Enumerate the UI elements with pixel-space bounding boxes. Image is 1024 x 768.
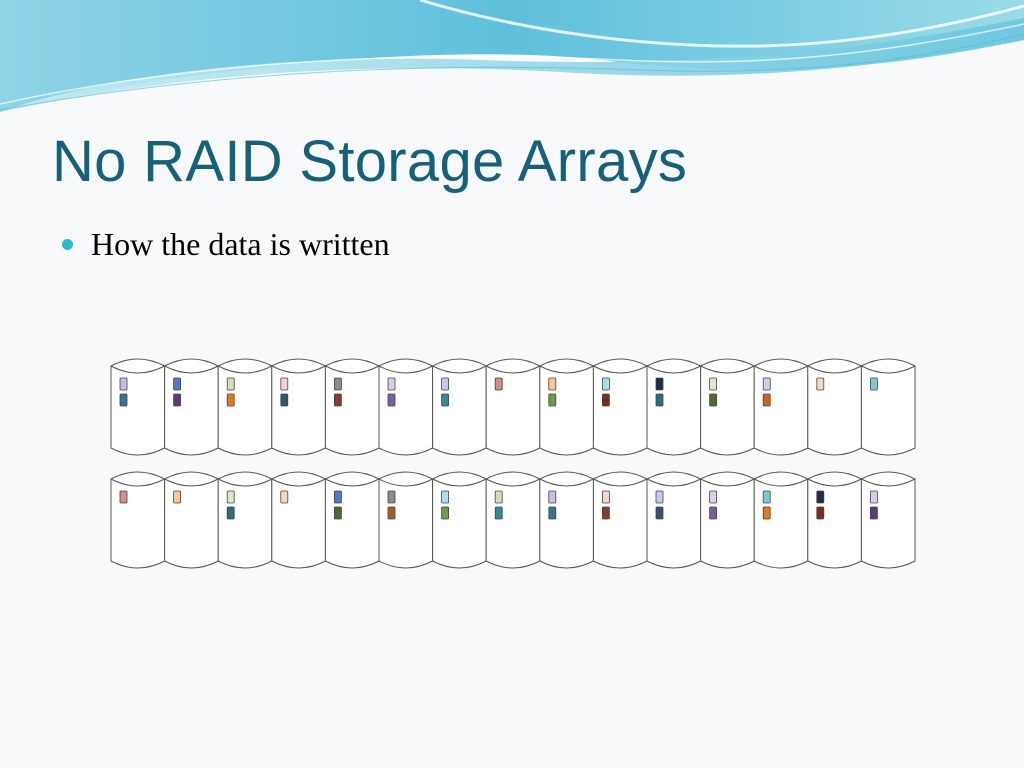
disk-icon: [753, 471, 809, 569]
bullet-text: How the data is written: [91, 226, 390, 262]
data-block: [816, 506, 825, 520]
data-block: [762, 377, 771, 391]
disk-icon: [700, 358, 755, 456]
data-block: [762, 393, 771, 407]
data-block: [280, 377, 289, 391]
data-block: [441, 506, 450, 520]
disk-icon: [592, 471, 648, 569]
disk-icon: [807, 471, 862, 569]
disk-icon: [860, 358, 916, 456]
data-block: [441, 393, 450, 407]
data-block: [280, 490, 289, 504]
data-block: [602, 377, 610, 391]
data-block: [870, 377, 878, 391]
bullet-item: How the data is written: [62, 226, 390, 263]
data-block: [870, 490, 878, 504]
data-block: [333, 377, 342, 391]
disk-icon: [700, 471, 755, 569]
disk-icon: [860, 471, 916, 569]
data-block: [387, 377, 396, 391]
disk-icon: [324, 471, 380, 569]
data-block: [226, 393, 235, 407]
disk-icon: [164, 358, 219, 456]
disk-icon: [485, 471, 541, 569]
data-block: [441, 490, 450, 504]
data-block: [548, 393, 557, 407]
disk-icon: [110, 358, 166, 456]
data-block: [494, 377, 503, 391]
disk-icon: [646, 471, 702, 569]
array-bottom: [110, 471, 916, 569]
data-block: [602, 490, 610, 504]
disk-icon: [485, 358, 541, 456]
data-block: [173, 377, 182, 391]
data-block: [387, 506, 396, 520]
data-block: [119, 393, 128, 407]
data-block: [816, 490, 825, 504]
data-block: [602, 393, 610, 407]
data-block: [333, 393, 342, 407]
disk-icon: [539, 358, 594, 456]
data-block: [387, 490, 396, 504]
bullet-dot-icon: [62, 239, 73, 250]
data-block: [280, 393, 289, 407]
data-block: [548, 506, 557, 520]
disk-icon: [110, 471, 166, 569]
data-block: [173, 393, 182, 407]
data-block: [494, 506, 503, 520]
data-block: [441, 377, 450, 391]
data-block: [602, 506, 610, 520]
data-block: [762, 490, 771, 504]
data-block: [655, 506, 664, 520]
array-top: [110, 358, 916, 456]
data-block: [226, 506, 235, 520]
data-block: [655, 490, 664, 504]
disk-icon: [378, 358, 434, 456]
data-block: [870, 506, 878, 520]
disk-icon: [164, 471, 219, 569]
data-block: [709, 393, 717, 407]
data-block: [494, 490, 503, 504]
disk-icon: [324, 358, 380, 456]
data-block: [119, 490, 128, 504]
data-block: [709, 377, 717, 391]
data-block: [655, 393, 664, 407]
data-block: [387, 393, 396, 407]
disk-icon: [807, 358, 862, 456]
data-block: [173, 490, 182, 504]
data-block: [226, 377, 235, 391]
disk-icon: [753, 358, 809, 456]
data-block: [548, 377, 557, 391]
slide-title: No RAID Storage Arrays: [52, 129, 688, 194]
data-block: [548, 490, 557, 504]
data-block: [655, 377, 664, 391]
disk-icon: [646, 358, 702, 456]
disk-icon: [271, 471, 326, 569]
disk-icon: [432, 471, 487, 569]
disk-icon: [539, 471, 594, 569]
header-wave-decoration: [0, 0, 1024, 112]
data-block: [709, 490, 717, 504]
data-block: [762, 506, 771, 520]
disk-icon: [217, 471, 273, 569]
data-block: [226, 490, 235, 504]
disk-icon: [432, 358, 487, 456]
data-block: [709, 506, 717, 520]
disk-icon: [378, 471, 434, 569]
data-block: [816, 377, 825, 391]
disk-icon: [592, 358, 648, 456]
data-block: [119, 377, 128, 391]
disk-icon: [271, 358, 326, 456]
data-block: [333, 490, 342, 504]
data-block: [333, 506, 342, 520]
disk-icon: [217, 358, 273, 456]
